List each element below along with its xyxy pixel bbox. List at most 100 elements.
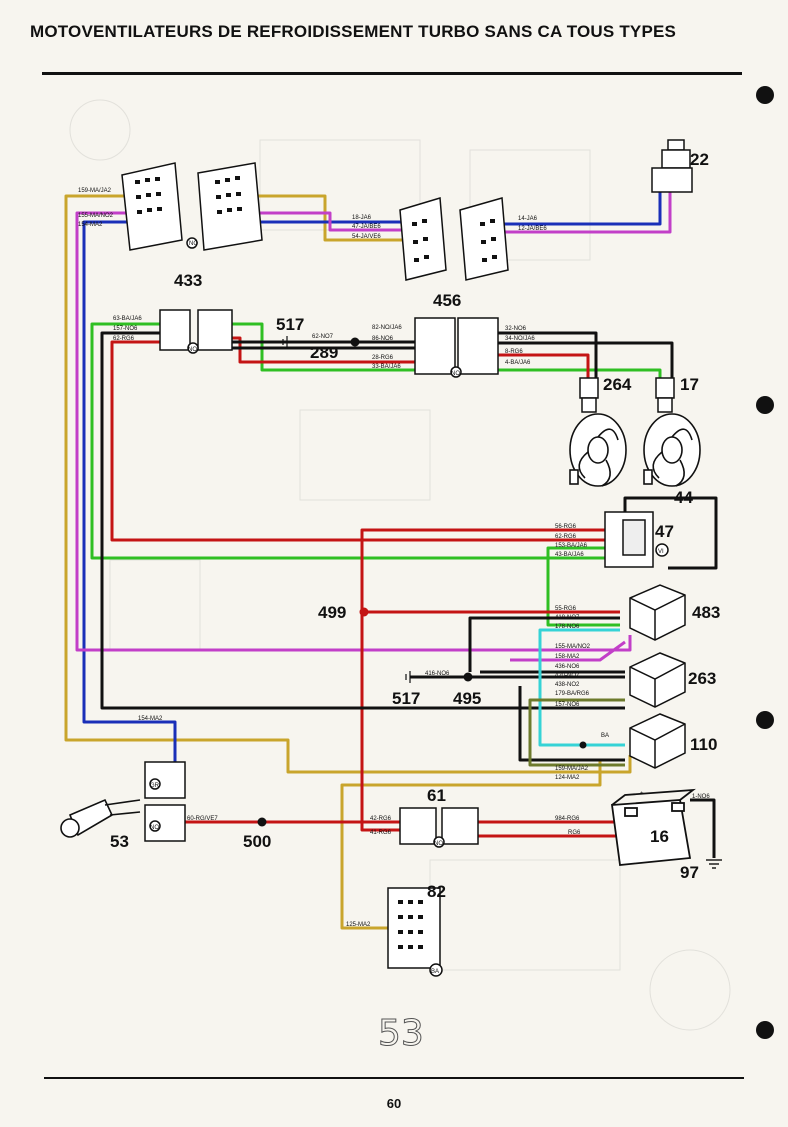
code-w436: 436-NO6 (555, 664, 580, 670)
code-w159b: 159-MA/JA2 (555, 766, 589, 772)
wire-black-44 (623, 496, 718, 570)
tag-vi-47: VI (658, 549, 664, 555)
label-47: 47 (655, 522, 674, 541)
battery-terminals: + - (640, 791, 647, 797)
scribble-53: 53 (378, 1013, 424, 1054)
splice-495 (463, 672, 473, 682)
wire-magenta-155 (75, 211, 632, 652)
code-w34: 34-NO/JA6 (505, 336, 535, 342)
label-517b: 517 (392, 689, 420, 708)
wire-red-62 (110, 340, 630, 542)
wire-yellow-159 (64, 194, 632, 774)
connector-tags: NO NO VI BA GR NO NO BA + - (150, 347, 664, 975)
wire-black-34 (480, 341, 674, 385)
splice-110 (579, 741, 587, 749)
code-w124: 124-MA2 (555, 775, 580, 781)
tag-no-53: NO (150, 825, 159, 831)
code-w54: 54-JA/VE6 (352, 234, 381, 240)
code-w154b: 154-MA2 (138, 716, 163, 722)
connector-433 (121, 162, 263, 251)
tag-no-61: NO (434, 841, 443, 847)
label-495: 495 (453, 689, 481, 708)
wire-blue-154 (82, 220, 177, 790)
wire-red-8 (480, 353, 590, 380)
code-w32: 32-NO6 (505, 326, 527, 332)
wire-black-157 (100, 331, 625, 710)
label-289: 289 (310, 343, 338, 362)
code-w14: 14-JA6 (518, 216, 538, 222)
label-433: 433 (174, 271, 202, 290)
label-22: 22 (690, 150, 709, 169)
ground-97 (706, 859, 722, 869)
code-w159: 159-MA/JA2 (78, 188, 112, 194)
code-wrg6: RG6 (568, 830, 581, 836)
label-16: 16 (650, 827, 669, 846)
code-w158: 158-MA2 (555, 654, 580, 660)
connector-456-top (399, 197, 509, 281)
splice-289 (350, 337, 360, 347)
code-w28: 28-RG6 (372, 355, 394, 361)
binder-holes (756, 86, 774, 1039)
wire-code-labels: 159-MA/JA2 155-MA/NO2 154-MA2 18-JA6 47-… (78, 188, 710, 928)
wire-green-153 (546, 546, 630, 627)
code-w157: 157-NO6 (113, 326, 138, 332)
wire-blue-14 (465, 192, 662, 226)
sensor-53 (60, 798, 141, 838)
code-w416: 416-NO6 (425, 671, 450, 677)
code-w41: 41-RG6 (370, 830, 392, 836)
label-110: 110 (690, 735, 717, 754)
splice-499 (359, 607, 369, 617)
code-w55: 55-RG6 (555, 606, 577, 612)
code-w125: 125-MA2 (346, 922, 371, 928)
wire-black-1 (690, 798, 716, 858)
code-w56: 56-RG6 (555, 524, 577, 530)
code-w62b: 62-NO7 (312, 334, 334, 340)
label-456: 456 (433, 291, 461, 310)
connector-433-small (159, 309, 233, 354)
code-w33: 33-BA/JA6 (372, 364, 401, 370)
splice-dots (257, 337, 587, 827)
code-w82: 82-NO/JA6 (372, 325, 402, 331)
label-97: 97 (680, 863, 699, 882)
tag-no-433s: NO (188, 347, 197, 353)
label-263: 263 (688, 669, 716, 688)
label-517a: 517 (276, 315, 304, 334)
bottom-rule (44, 1077, 744, 1079)
code-w62: 62-RG6 (113, 336, 135, 342)
wire-green-4 (480, 368, 662, 385)
component-labels: 433 456 22 517 289 264 17 44 47 499 483 … (110, 150, 720, 901)
code-w178: 178-NO6 (555, 624, 580, 630)
wire-yellow-125 (340, 760, 602, 930)
label-499: 499 (318, 603, 346, 622)
wire-magenta-12 (465, 192, 672, 234)
connector-47 (604, 511, 669, 568)
fan-motor-17 (643, 413, 701, 487)
background-ghost (69, 99, 731, 1031)
code-w60: 60-RG/VE7 (187, 816, 218, 822)
connector-53-gr (144, 761, 186, 799)
code-w155b: 155-MA/NO2 (555, 644, 591, 650)
connector-61 (399, 807, 479, 848)
label-44: 44 (674, 488, 693, 507)
connector-53-no (144, 804, 186, 842)
wire-red-56 (360, 528, 630, 832)
fan-connector-264 (579, 377, 599, 413)
relay-263 (629, 652, 686, 708)
wire-yellow-54 (200, 194, 430, 242)
wire-black-32 (480, 331, 598, 380)
code-w47: 47-JA/BE6 (352, 224, 381, 230)
switch-22 (651, 139, 693, 193)
wire-magenta-47 (205, 211, 430, 232)
code-w18: 18-JA6 (352, 215, 372, 221)
label-61: 61 (427, 786, 446, 805)
connector-82 (387, 887, 443, 977)
label-264: 264 (603, 375, 632, 394)
code-w42: 42-RG6 (370, 816, 392, 822)
ground-517b (405, 671, 411, 683)
fan-motor-264 (569, 413, 627, 487)
label-500: 500 (243, 832, 271, 851)
tag-ba-82: BA (431, 969, 439, 975)
code-w984: 984-RG6 (555, 816, 580, 822)
code-w86: 86-NO6 (372, 336, 394, 342)
